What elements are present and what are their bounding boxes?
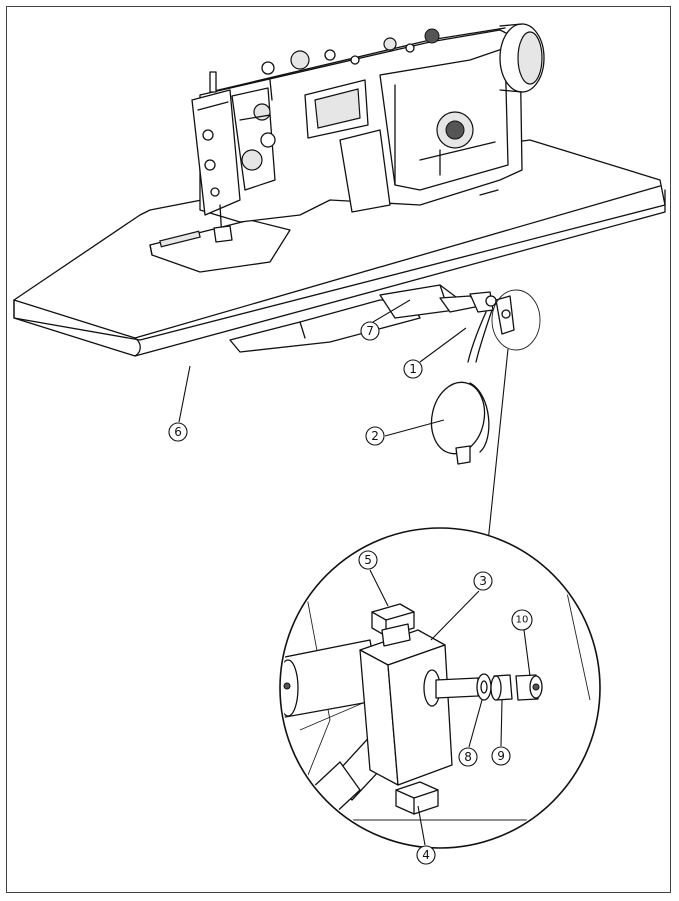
- callout-8-label: 8: [464, 750, 472, 764]
- callout-2-label: 2: [371, 429, 379, 443]
- callout-3-label: 3: [479, 574, 487, 588]
- callout-5-label: 5: [364, 553, 372, 567]
- callout-9-label: 9: [497, 749, 505, 763]
- callout-8: 8: [458, 747, 478, 767]
- callout-10: 10: [511, 609, 533, 631]
- table-top: [13, 139, 666, 357]
- callout-5: 5: [358, 550, 378, 570]
- leader-lines: [178, 299, 531, 846]
- callout-4-label: 4: [422, 848, 430, 862]
- callout-6: 6: [168, 422, 188, 442]
- detail-magnifier: [491, 289, 541, 351]
- under-table-assembly: [229, 284, 515, 465]
- callout-4: 4: [416, 845, 436, 865]
- callout-2: 2: [365, 426, 385, 446]
- detail-leader-line: [487, 348, 509, 543]
- callout-7: 7: [360, 321, 380, 341]
- callout-10-label: 10: [516, 615, 529, 626]
- figure-frame: [6, 6, 671, 893]
- callout-6-label: 6: [174, 425, 182, 439]
- callout-3: 3: [473, 571, 493, 591]
- detail-inset: [279, 527, 601, 849]
- sewing-machine-head: [149, 23, 545, 273]
- callout-9: 9: [491, 746, 511, 766]
- callout-1-label: 1: [409, 362, 417, 376]
- callout-7-label: 7: [366, 324, 374, 338]
- callout-1: 1: [403, 359, 423, 379]
